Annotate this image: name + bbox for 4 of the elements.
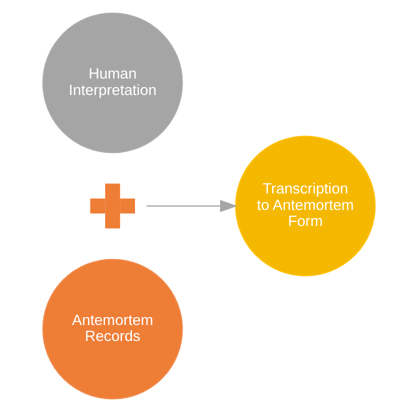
node-circle: Transcription to Antemortem Form <box>234 136 376 276</box>
arrow <box>146 200 238 212</box>
node-circle: Human Interpretation <box>42 12 182 154</box>
node-circle: Antemortem Records <box>42 258 182 400</box>
